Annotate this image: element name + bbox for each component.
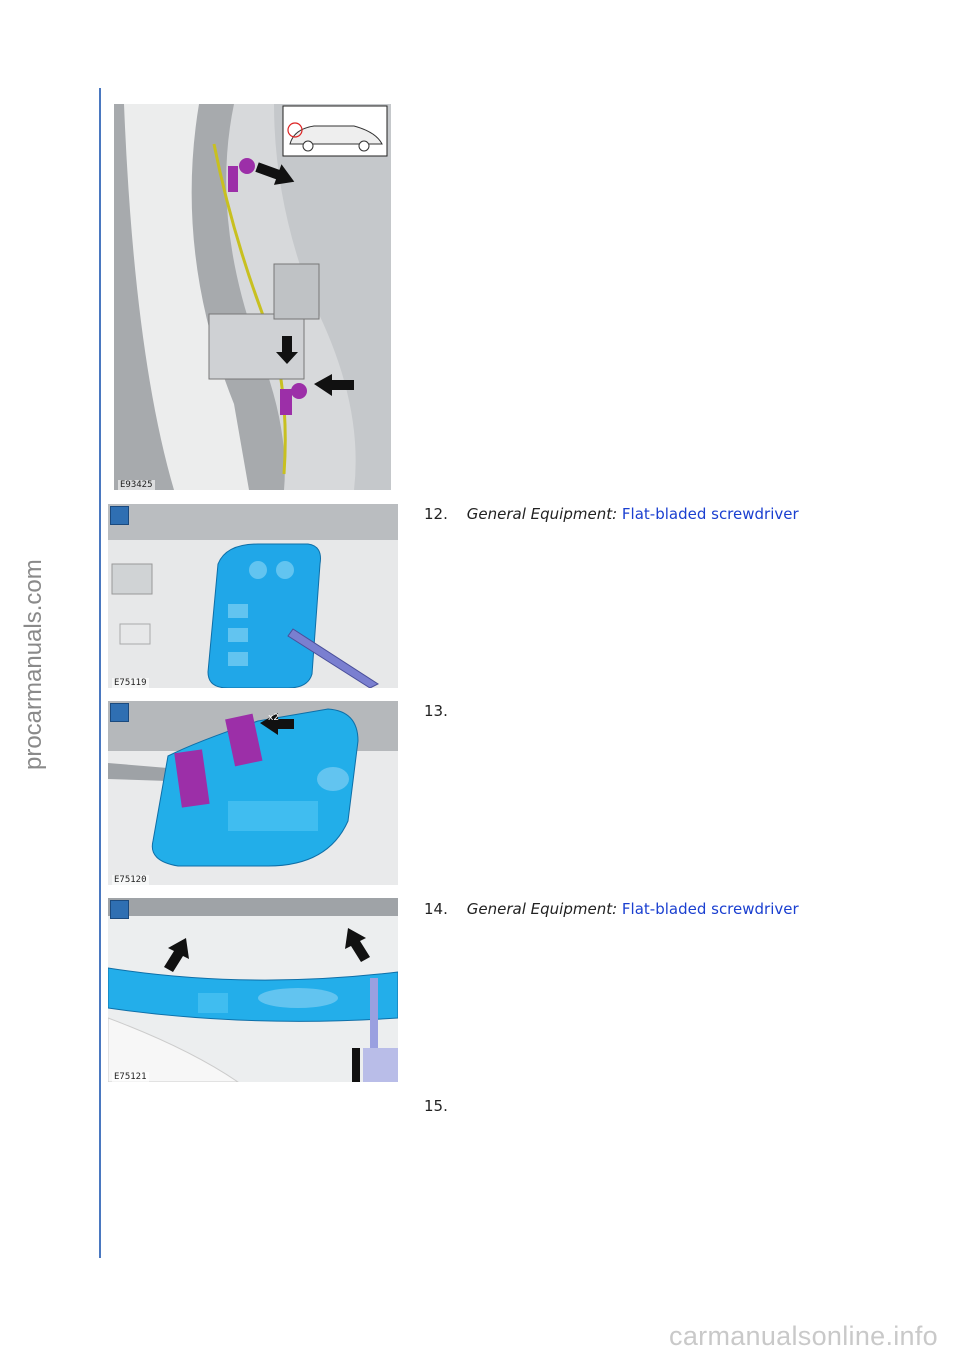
side-watermark: procarmanuals.com [20, 559, 47, 770]
tool-link[interactable]: Flat-bladed screwdriver [621, 900, 799, 918]
figure-e75121: E75121 [108, 898, 398, 1082]
figure-code: E93425 [118, 480, 155, 490]
pillar-trim-illustration [114, 104, 391, 490]
console-clips-illustration: x2 [108, 701, 398, 885]
step-number: 12. [424, 505, 448, 523]
step-15: 15. [424, 1096, 462, 1116]
step-14: 14. General Equipment: Flat-bladed screw… [424, 899, 799, 919]
roof-console-illustration [108, 504, 398, 688]
step-13: 13. [424, 701, 462, 721]
step-number: 14. [424, 900, 448, 918]
callout-x2: x2 [268, 713, 279, 723]
step-number: 15. [424, 1097, 448, 1115]
figure-e93425: E93425 [114, 104, 391, 490]
tool-link[interactable]: Flat-bladed screwdriver [621, 505, 799, 523]
headliner-console-illustration [108, 898, 398, 1082]
figure-code: E75119 [112, 678, 149, 688]
figure-code: E75120 [112, 875, 149, 885]
step-number: 13. [424, 702, 448, 720]
zoom-icon[interactable] [110, 900, 129, 919]
figure-e75119: E75119 [108, 504, 398, 688]
equipment-label: General Equipment: [466, 505, 618, 523]
left-rule [99, 88, 101, 1258]
zoom-icon[interactable] [110, 703, 129, 722]
step-12: 12. General Equipment: Flat-bladed screw… [424, 504, 799, 524]
figure-e75120: x2 E75120 [108, 701, 398, 885]
equipment-label: General Equipment: [466, 900, 618, 918]
zoom-icon[interactable] [110, 506, 129, 525]
figure-code: E75121 [112, 1072, 149, 1082]
footer-watermark: carmanualsonline.info [669, 1321, 938, 1351]
